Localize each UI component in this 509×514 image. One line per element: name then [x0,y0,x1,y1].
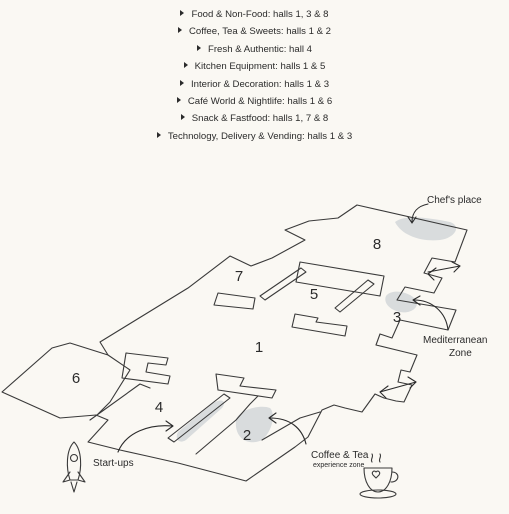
hall-5-lower [291,313,348,337]
hall-2-wall [195,395,259,455]
legend-item-cafe: Café World & Nightlife: halls 1 & 6 [0,93,509,110]
hall-4-corridor [167,393,231,443]
hall-number-8: 8 [373,236,381,253]
hall-5-block [295,261,385,297]
triangle-right-icon [197,44,201,51]
chefs-place-label: Chef's place [427,195,482,206]
rocket-icon [62,441,86,493]
mediterranean-label-line1: Mediterranean [423,335,487,346]
triangle-right-icon [183,62,188,69]
hall-number-6: 6 [72,370,80,387]
venue-outline [1,204,468,482]
mediterranean-arrow [413,299,449,331]
hall-6-divider [97,354,131,415]
coffee-tea-arrow [269,417,307,445]
legend-item-coffee: Coffee, Tea & Sweets: halls 1 & 2 [0,23,509,40]
chefs-place-zone [395,217,457,241]
startups-arrow-head [165,420,174,432]
legend-item-snack: Snack & Fastfood: halls 1, 7 & 8 [0,110,509,127]
triangle-right-icon [177,27,182,34]
hall-7-inner [259,267,307,301]
hall-5-inner [334,279,375,313]
coffee-tea-arrow-head [268,412,277,424]
triangle-right-icon [180,114,185,121]
triangle-right-icon [180,10,185,16]
hall-4-wall [89,383,151,421]
hall-7-block [213,292,256,310]
startups-label: Start-ups [93,458,134,469]
coffee-tea-label: Coffee & Tea [311,450,369,461]
triangle-right-icon [176,97,181,104]
entrance-arrow-top [427,261,461,281]
hall-number-1: 1 [255,339,263,356]
hall-number-5: 5 [310,286,318,303]
coffee-cup-icon [359,453,399,499]
chefs-place-arrow [411,203,429,223]
hall-2-wall-right [261,411,321,441]
triangle-right-icon [179,79,184,86]
chefs-place-arrow-head [407,216,417,224]
category-legend: Food & Non-Food: halls 1, 3 & 8 Coffee, … [0,6,509,145]
hall-number-2: 2 [243,427,251,444]
legend-item-interior: Interior & Decoration: halls 1 & 3 [0,76,509,93]
hall-number-4: 4 [155,399,163,416]
mediterranean-arrow-head [412,295,421,306]
mediterranean-zone [385,291,417,313]
legend-item-fresh: Fresh & Authentic: hall 4 [0,41,509,58]
hall-1-stand-right [215,373,277,399]
legend-item-technology: Technology, Delivery & Vending: halls 1 … [0,128,509,145]
entrance-arrow-bottom [379,376,417,399]
hall-number-3: 3 [393,309,401,326]
hall-1-stand-left [121,352,171,385]
legend-item-kitchen: Kitchen Equipment: halls 1 & 5 [0,58,509,75]
triangle-right-icon [156,131,161,138]
startups-arrow [117,425,173,453]
legend-item-food: Food & Non-Food: halls 1, 3 & 8 [0,6,509,23]
mediterranean-label-line2: Zone [449,348,472,359]
coffee-tea-sublabel: experience zone [313,462,364,469]
coffee-tea-zone [235,406,273,443]
hall-number-7: 7 [235,268,243,285]
